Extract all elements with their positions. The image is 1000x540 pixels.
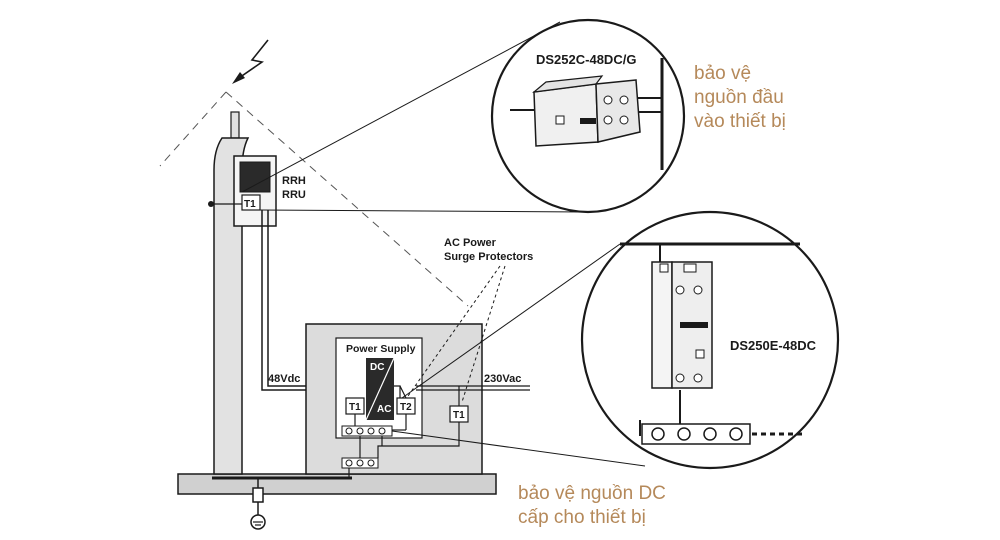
model-bottom-label: DS250E-48DC: [730, 338, 817, 353]
rru-label: RRU: [282, 189, 306, 201]
note-top-line2: nguồn đầu: [694, 87, 784, 108]
ac-power-label-line2: Surge Protectors: [444, 251, 533, 263]
lightning-bolt-icon: [232, 39, 269, 84]
zoom-lines-bottom: [391, 243, 646, 467]
zoom-circle-bottom: [580, 210, 840, 470]
equipment-enclosure: [305, 323, 483, 475]
note-top-line3: vào thiết bị: [694, 111, 786, 132]
power-supply-label: Power Supply: [346, 343, 416, 355]
terminal-block-lower: [341, 457, 379, 469]
zoom-circle-top: [490, 18, 686, 214]
model-top-label: DS252C-48DC/G: [536, 52, 636, 67]
ac-t1-label: T1: [453, 410, 465, 421]
ground-strip: [177, 473, 497, 495]
zoom-lines-top: [241, 21, 586, 213]
230vac-label: 230Vac: [484, 373, 521, 385]
48vdc-label: 48Vdc: [268, 373, 300, 385]
ground-symbol-icon: [250, 478, 266, 530]
ps-t1-label: T1: [349, 402, 361, 413]
note-top-right: bảo vệ nguồn đầu vào thiết bị: [694, 62, 786, 134]
note-bottom-line1: bảo vệ nguồn DC: [518, 483, 666, 504]
ps-t2-label: T2: [400, 402, 412, 413]
enclosure-wiring: [348, 385, 530, 478]
dc-label: DC: [370, 362, 384, 373]
surge-protector-pointers: [407, 265, 506, 403]
note-top-line1: bảo vệ: [694, 63, 752, 84]
rrh-rru-unit: [233, 155, 277, 227]
rrh-label: RRH: [282, 175, 306, 187]
lightning-protection-cone: [159, 91, 469, 307]
note-bottom-line2: cấp cho thiết bị: [518, 507, 646, 528]
ac-power-label-line1: AC Power: [444, 237, 497, 249]
ac-label: AC: [377, 404, 391, 415]
terminal-block-upper: [341, 425, 393, 437]
note-bottom: bảo vệ nguồn DC cấp cho thiết bị: [518, 482, 666, 530]
rrh-t1-label: T1: [244, 199, 256, 210]
